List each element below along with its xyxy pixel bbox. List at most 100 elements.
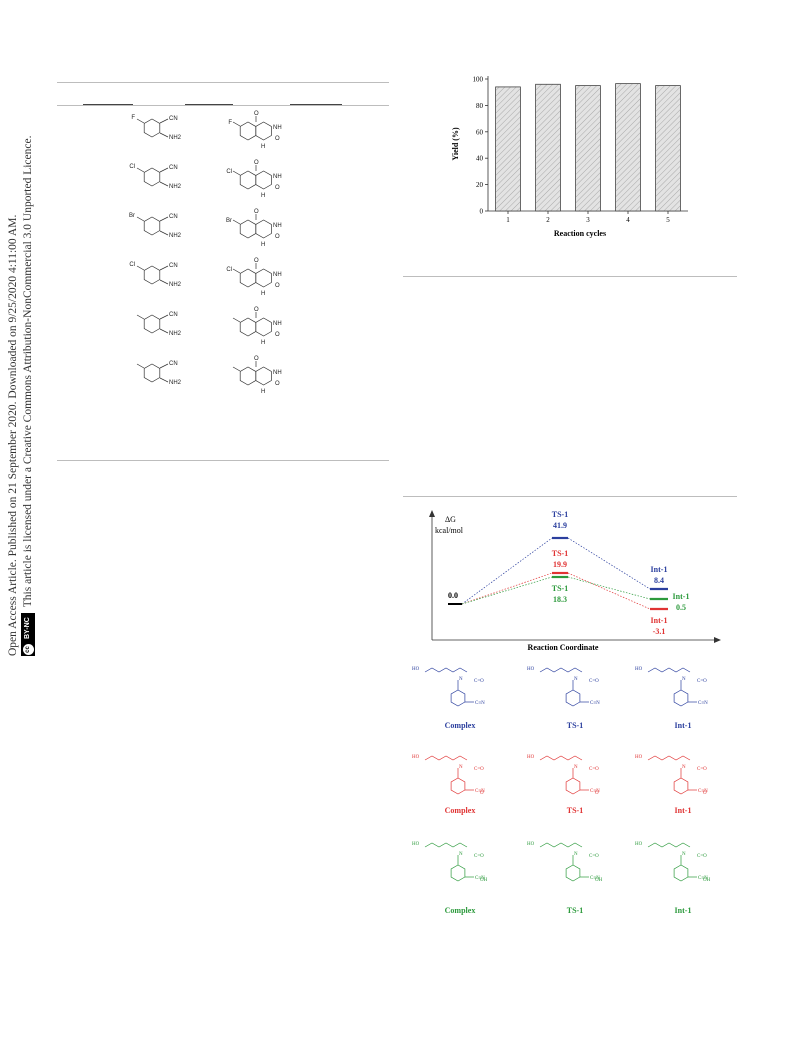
y-axis-arrow-icon <box>429 510 435 517</box>
cc-by-nc-label: BY-NC <box>24 617 31 639</box>
nitrile-label: CN <box>169 312 178 318</box>
pyrimidine-ring <box>255 121 272 141</box>
nh-label: NH <box>273 223 282 229</box>
benzene-ring <box>143 314 161 334</box>
bond <box>136 363 145 369</box>
benzene-ring <box>450 777 466 795</box>
bond <box>136 167 145 173</box>
nitrile-label: CN <box>169 165 178 171</box>
benzene-ring <box>239 366 257 386</box>
benzene-ring <box>143 216 161 236</box>
pyrimidine-ring <box>255 219 272 239</box>
cn-label: C≡N <box>698 701 708 706</box>
benzene-ring <box>565 777 581 795</box>
benzene-ring <box>143 265 161 285</box>
bar-cycle-4 <box>615 83 641 212</box>
co2-label: C=O <box>697 679 707 684</box>
bond <box>232 170 241 176</box>
cn-label: C≡N <box>475 789 485 794</box>
green-ts-value: 18.3 <box>553 595 567 604</box>
table-column-rule-1 <box>83 104 133 105</box>
substituent-label: Cl <box>226 267 232 273</box>
nh-label: NH <box>273 321 282 327</box>
carbonyl-o-label: O <box>254 307 259 313</box>
pathway-green: TS-1 18.3 Int-1 0.5 <box>461 575 689 612</box>
ho-label: HO <box>527 842 535 847</box>
nitrile-label: CN <box>169 116 178 122</box>
cn-label: C≡N <box>698 789 708 794</box>
n-label: N <box>682 852 686 857</box>
y-tick-label: 20 <box>476 181 484 189</box>
h-label: H <box>261 144 265 150</box>
start-energy-value: 0.0 <box>448 591 458 600</box>
energy-profile-diagram: ΔG kcal/mol Reaction Coordinate 0.0 TS-1… <box>429 510 721 652</box>
carbonyl-o-label: O <box>275 283 280 289</box>
red-ts-label: TS-1 <box>552 549 568 558</box>
carbonyl-o-label: O <box>254 111 259 117</box>
green-int-value: 0.5 <box>676 603 686 612</box>
red-ts-value: 19.9 <box>553 560 567 569</box>
ethanolamine-chain <box>647 667 691 673</box>
substituent-label: Br <box>129 213 135 219</box>
pyrimidine-ring <box>255 366 272 386</box>
n-label: N <box>574 852 578 857</box>
substituent-label: Cl <box>129 262 135 268</box>
carbonyl-o-label: O <box>275 185 280 191</box>
benzene-ring <box>143 363 161 383</box>
y-tick-label: 100 <box>473 76 484 84</box>
n-label: N <box>574 677 578 682</box>
benzene-ring <box>239 317 257 337</box>
n-label: N <box>682 765 686 770</box>
cn-label: C≡N <box>590 876 600 881</box>
h-label: H <box>261 242 265 248</box>
blue-ts-label: TS-1 <box>552 510 568 519</box>
benzene-ring <box>450 689 466 707</box>
red-structure-label: Int-1 <box>675 806 692 815</box>
green-ts-label: TS-1 <box>552 584 568 593</box>
co2-label: C=O <box>589 767 599 772</box>
substrate-table: CNNH2FONHOHFCNNH2ClONHOHClCNNH2BrONHOHBr… <box>129 111 282 395</box>
x-tick-label: 2 <box>546 216 550 224</box>
co2-label: C=O <box>474 767 484 772</box>
h-label: H <box>261 389 265 395</box>
ethanolamine-chain <box>539 755 583 761</box>
co2-label: C=O <box>589 679 599 684</box>
y-tick-label: 80 <box>476 102 484 110</box>
benzene-ring <box>673 864 689 882</box>
benzene-ring <box>673 777 689 795</box>
carbonyl-o-label: O <box>254 356 259 362</box>
carbonyl-o-label: O <box>254 160 259 166</box>
bar-cycle-5 <box>655 85 681 212</box>
h-label: H <box>261 340 265 346</box>
co2-label: C=O <box>474 854 484 859</box>
cn-label: C≡N <box>590 701 600 706</box>
red-rise-line <box>461 572 553 605</box>
bond <box>136 118 145 124</box>
red-structure-label: Complex <box>445 806 476 815</box>
carbonyl-o-label: O <box>275 136 280 142</box>
amine-label: NH2 <box>169 380 182 386</box>
table-top-rule <box>57 82 389 83</box>
cc-license-badge[interactable]: cc BY-NC <box>21 613 35 656</box>
benzene-ring <box>239 219 257 239</box>
bond <box>232 317 241 323</box>
benzene-ring <box>565 689 581 707</box>
bond <box>159 167 169 173</box>
sidebar-line-license[interactable]: This article is licensed under a Creativ… <box>22 135 34 608</box>
cn-label: C≡N <box>475 876 485 881</box>
benzene-ring <box>239 121 257 141</box>
sidebar-line-published: Open Access Article. Published on 21 Sep… <box>7 214 19 656</box>
blue-structure-label: Int-1 <box>675 721 692 730</box>
carbonyl-o-label: O <box>254 209 259 215</box>
table-header-rule <box>57 105 389 106</box>
blue-ts-value: 41.9 <box>553 521 567 530</box>
red-int-label: Int-1 <box>651 616 668 625</box>
